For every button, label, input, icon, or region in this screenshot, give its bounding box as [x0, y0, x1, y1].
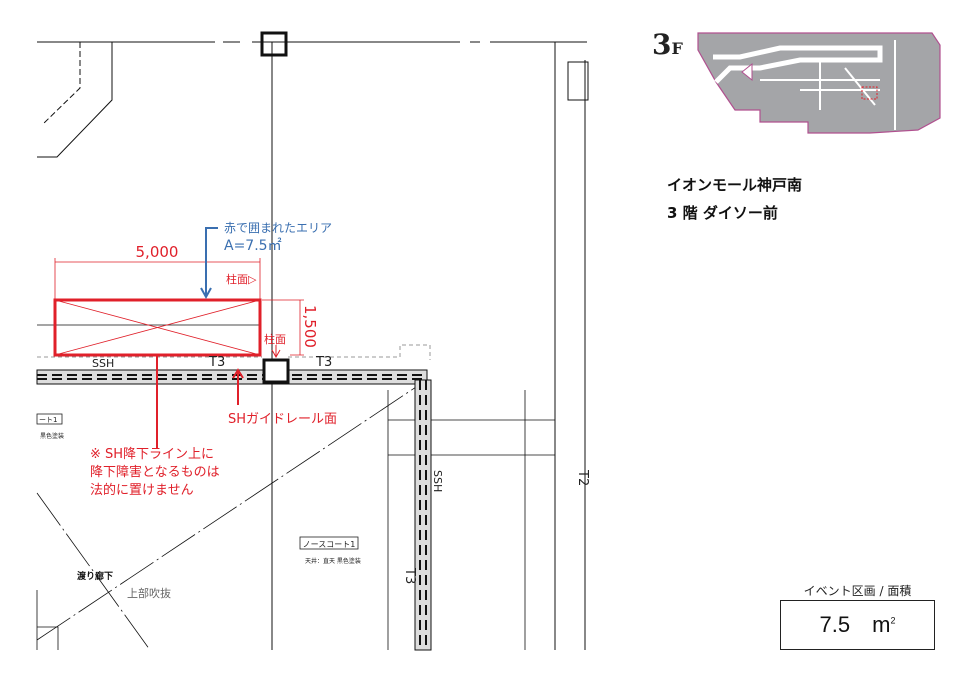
width-dimension-line — [54, 258, 261, 300]
event-area-cross — [54, 299, 261, 356]
area-unit-base: m — [872, 612, 891, 637]
mall-name: イオンモール神戸南 — [667, 176, 803, 194]
depth-dimension-line — [262, 299, 304, 356]
note-line-1: ※ SH降下ライン上に — [90, 447, 214, 462]
area-unit: m2 — [872, 612, 895, 638]
width-dimension: 5,000 — [136, 243, 179, 261]
column-face-label-1: 柱面▷ — [226, 272, 257, 286]
t2-label: T2 — [575, 469, 590, 486]
right-fixture — [567, 61, 589, 101]
right-wall-line — [554, 42, 586, 650]
void-label: 上部吹抜 — [127, 586, 171, 600]
left-tag-box — [36, 413, 63, 425]
t3-label-1: T3 — [208, 355, 225, 370]
north-court-spec: 天井：直天 黒色塗装 — [305, 557, 361, 565]
t3-vertical-label: T3 — [402, 567, 417, 584]
ssh-vertical-label: SSH — [431, 470, 444, 492]
event-area — [53, 258, 304, 448]
floor-minimap — [697, 32, 941, 134]
shutter-wall — [36, 344, 432, 651]
floor-number: 3 — [652, 28, 672, 61]
column-face-label-2: 柱面 — [264, 332, 286, 346]
corridor-label: 渡り廊下 — [77, 570, 113, 582]
callout-text-1: 赤で囲まれたエリア — [224, 221, 332, 235]
north-court-tag: ノースコート1 — [303, 540, 356, 549]
callout-arrow — [200, 227, 218, 300]
floor-label: 3F — [652, 28, 683, 61]
callout-text-2: A=7.5㎡ — [224, 238, 282, 254]
octagon-wall — [37, 42, 113, 158]
dim-left-bottom — [36, 590, 59, 650]
note-line-3: 法的に置けません — [90, 482, 194, 498]
ssh-label: SSH — [92, 357, 114, 370]
floor-suffix: F — [671, 39, 683, 58]
note-line-2: 降下障害となるものは — [90, 464, 220, 480]
column-mid — [262, 358, 290, 384]
location-name: 3 階 ダイソー前 — [667, 204, 778, 222]
depth-dimension: 1,500 — [301, 305, 319, 348]
t3-label-2: T3 — [315, 355, 332, 370]
column-face-arrow — [271, 345, 281, 359]
octagon-dashed-wall — [41, 42, 81, 126]
area-value-box: 7.5 m2 — [780, 600, 935, 650]
column-top — [260, 31, 288, 57]
guide-rail-label: SHガイドレール面 — [228, 412, 337, 427]
north-court-tag-box — [299, 536, 359, 550]
area-unit-sup: 2 — [890, 615, 896, 626]
guide-rail-arrow — [232, 368, 244, 405]
diagonal-line-2 — [36, 492, 151, 651]
area-caption: イベント区画 / 面積 — [803, 584, 912, 598]
minimap-event-marker — [861, 86, 878, 100]
diagonal-line-1 — [36, 382, 423, 641]
left-tag: ート1 — [39, 416, 57, 424]
left-spec: 黒色塗装 — [40, 432, 64, 440]
area-value: 7.5 — [819, 612, 851, 637]
